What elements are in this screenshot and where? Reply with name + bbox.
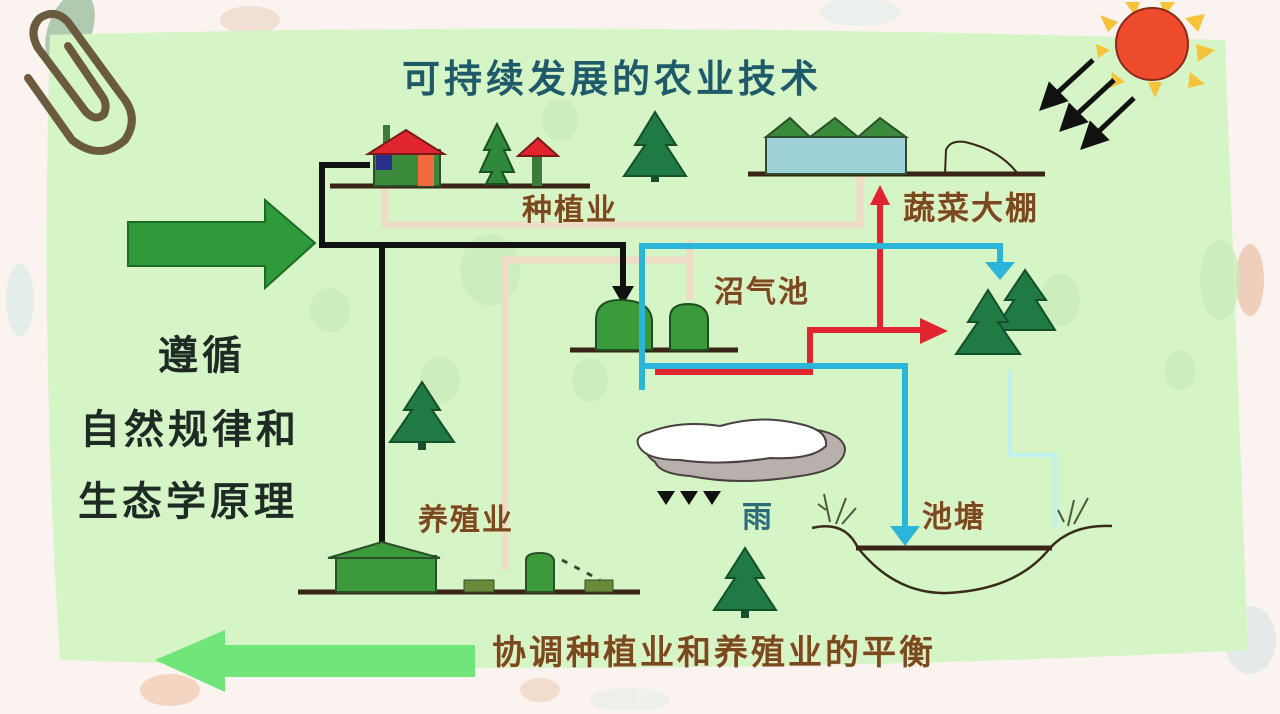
node-breeding-label: 养殖业 [418,503,514,538]
cloud-icon [636,418,847,482]
paperclip-icon [24,9,136,155]
mushroom-hut-icon [515,136,561,186]
barn-icon [327,540,614,593]
biogas-tank-icon [595,298,709,351]
tree-icon [954,268,1057,355]
tree-icon [712,546,778,618]
pond-icon [811,493,1113,595]
sunray-arrows-icon [1039,58,1136,150]
tree-icon [622,110,688,182]
node-planting-label: 种植业 [522,193,618,228]
diagram-title: 可持续发展的农业技术 [402,57,823,101]
principle-line-3: 生态学原理 [78,479,298,525]
node-rain-label: 雨 [742,500,774,535]
node-pond-label: 池塘 [922,500,986,535]
house-icon [364,125,448,187]
input-arrow-icon [127,197,317,291]
principle-line-1: 遵循 [158,333,246,379]
node-biogas-label: 沼气池 [714,275,810,310]
principle-line-2: 自然规律和 [80,407,300,453]
greenhouse-icon [763,116,1019,175]
tree-icon [388,380,456,450]
rain-drops-icon [657,491,721,505]
balance-arrow-icon [155,630,475,692]
bottom-caption: 协调种植业和养殖业的平衡 [492,633,936,673]
sun-icon [1096,2,1215,98]
node-greenhouse-label: 蔬菜大棚 [903,189,1040,227]
tree-icon [478,121,516,185]
